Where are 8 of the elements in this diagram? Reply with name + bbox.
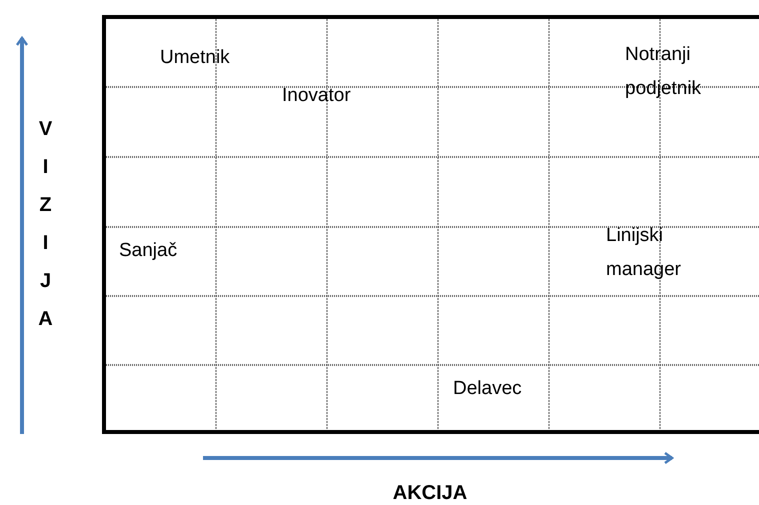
role-label: Delavec	[453, 377, 523, 401]
role-label: Sanjač	[119, 239, 178, 263]
axis-title: VIZIJA	[38, 117, 53, 332]
role-label: Linijski manager	[606, 224, 682, 282]
role-label: Umetnik	[160, 46, 231, 70]
axis-title: AKCIJA	[392, 481, 468, 505]
role-label: Notranji podjetnik	[625, 43, 702, 101]
role-label: Inovator	[282, 84, 352, 108]
